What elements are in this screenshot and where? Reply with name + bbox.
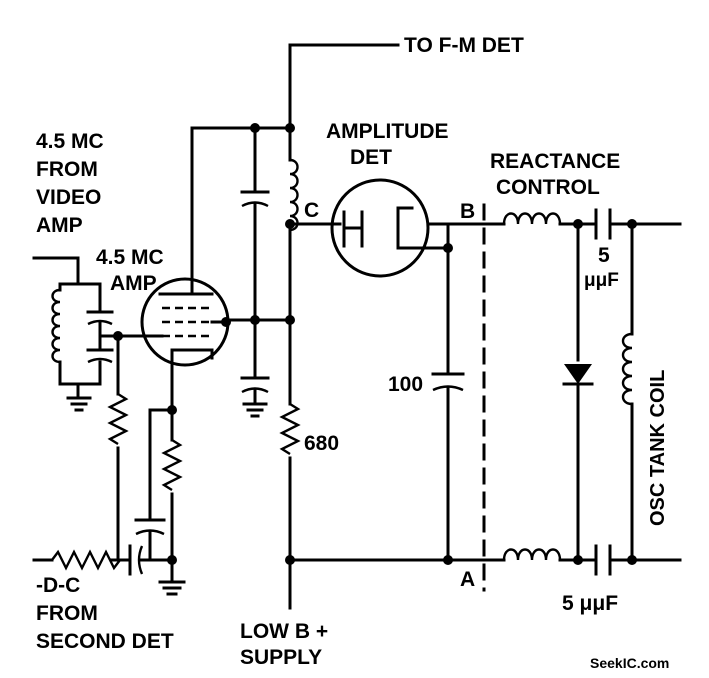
label-input-line2: FROM	[36, 158, 98, 181]
amplitude-detector-tube	[330, 178, 450, 278]
label-supply-line2: SUPPLY	[240, 646, 322, 669]
top-plate-rail	[190, 126, 292, 294]
label-dc-line3: SECOND DET	[36, 630, 174, 653]
reactance-bottom-path	[502, 544, 682, 576]
label-amp-line2: AMP	[110, 272, 157, 295]
label-input-line1: 4.5 MC	[36, 130, 104, 153]
label-reactance-line2: CONTROL	[496, 176, 600, 199]
label-cap-top-value: 5	[598, 244, 610, 267]
plate-bypass-capacitor	[240, 126, 270, 322]
label-node-b: B	[460, 200, 475, 223]
label-cap-top-unit: μμF	[584, 270, 619, 291]
label-amplitude-det-line2: DET	[350, 146, 392, 169]
amplifier-pentode-tube	[116, 277, 230, 412]
watermark: SeekIC.com	[590, 655, 669, 671]
label-osc-tank-coil: OSC TANK COIL	[647, 370, 669, 526]
bottom-rail	[288, 558, 506, 610]
label-node-c: C	[304, 199, 319, 222]
cathode-network	[134, 408, 186, 596]
label-cap-100: 100	[388, 373, 423, 396]
label-input-line4: AMP	[36, 214, 83, 237]
label-dc-line2: FROM	[36, 602, 98, 625]
label-cap-bottom: 5 μμF	[562, 592, 618, 615]
reactance-top-path	[446, 208, 682, 240]
label-amp-line1: 4.5 MC	[96, 246, 164, 269]
label-supply-line1: LOW B +	[240, 620, 328, 643]
output-to-fm-det-wire	[288, 43, 400, 130]
junction-dots	[113, 123, 637, 565]
label-res-680: 680	[304, 432, 339, 455]
label-amplitude-det-line1: AMPLITUDE	[326, 120, 449, 143]
resistor-680	[279, 316, 301, 562]
label-reactance-line1: REACTANCE	[490, 150, 620, 173]
screen-bypass-capacitor	[224, 318, 292, 418]
label-dc-line1: -D-C	[36, 574, 80, 597]
input-tuned-circuit	[32, 256, 120, 412]
reactance-diode	[562, 222, 594, 562]
label-to-fm-det: TO F-M DET	[404, 34, 524, 57]
label-input-line3: VIDEO	[36, 186, 101, 209]
osc-tank-coil	[621, 222, 634, 562]
capacitor-100	[431, 372, 465, 562]
grid-return-network	[32, 334, 152, 576]
coil-c	[288, 126, 299, 320]
label-node-a: A	[460, 568, 475, 591]
